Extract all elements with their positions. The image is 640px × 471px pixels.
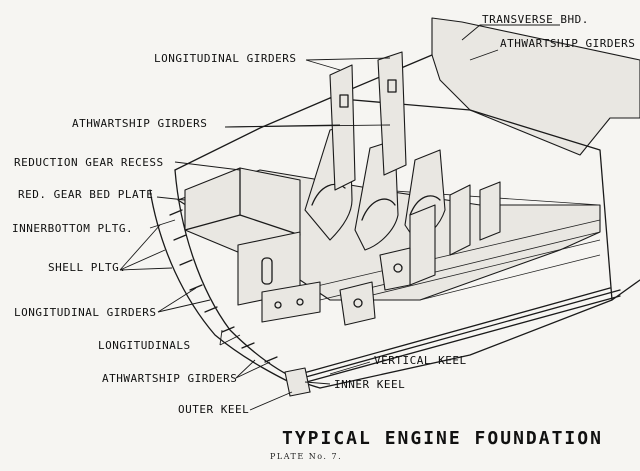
outer-keel (284, 367, 311, 397)
longitudinal-girder-post-1 (329, 64, 356, 191)
longitudinal-girder-post-2 (377, 51, 407, 176)
label-inner-keel: INNER KEEL (334, 378, 405, 391)
label-longitudinal-girders-low: LONGITUDINAL GIRDERS (14, 306, 156, 319)
inner-keel (299, 287, 611, 375)
diagram-title: TYPICAL ENGINE FOUNDATION (282, 428, 603, 449)
label-reduction-gear-recess: REDUCTION GEAR RECESS (14, 156, 164, 169)
label-athwartship-girders-low: ATHWARTSHIP GIRDERS (102, 372, 237, 385)
transverse-bulkhead (431, 17, 640, 156)
label-innerbottom-pltg: INNERBOTTOM PLTG. (12, 222, 133, 235)
label-longitudinal-girders-top: LONGITUDINAL GIRDERS (154, 52, 296, 65)
label-outer-keel: OUTER KEEL (178, 403, 249, 416)
labels: TRANSVERSE BHD. ATHWARTSHIP GIRDERS LONG… (12, 13, 635, 416)
label-transverse-bhd: TRANSVERSE BHD. (482, 13, 589, 26)
label-red-gear-bed-plate: RED. GEAR BED PLATE (18, 188, 153, 201)
label-athwartship-girders-mid: ATHWARTSHIP GIRDERS (72, 117, 207, 130)
vertical-keel (294, 289, 621, 381)
plate-number: PLATE No. 7. (270, 452, 343, 461)
label-shell-pltg: SHELL PLTG. (48, 261, 126, 274)
leader-lines (119, 24, 560, 411)
hull-structure (149, 17, 640, 397)
label-vertical-keel: VERTICAL KEEL (374, 354, 467, 367)
label-athwartship-girders-top: ATHWARTSHIP GIRDERS (500, 37, 635, 50)
label-longitudinals: LONGITUDINALS (98, 339, 191, 352)
